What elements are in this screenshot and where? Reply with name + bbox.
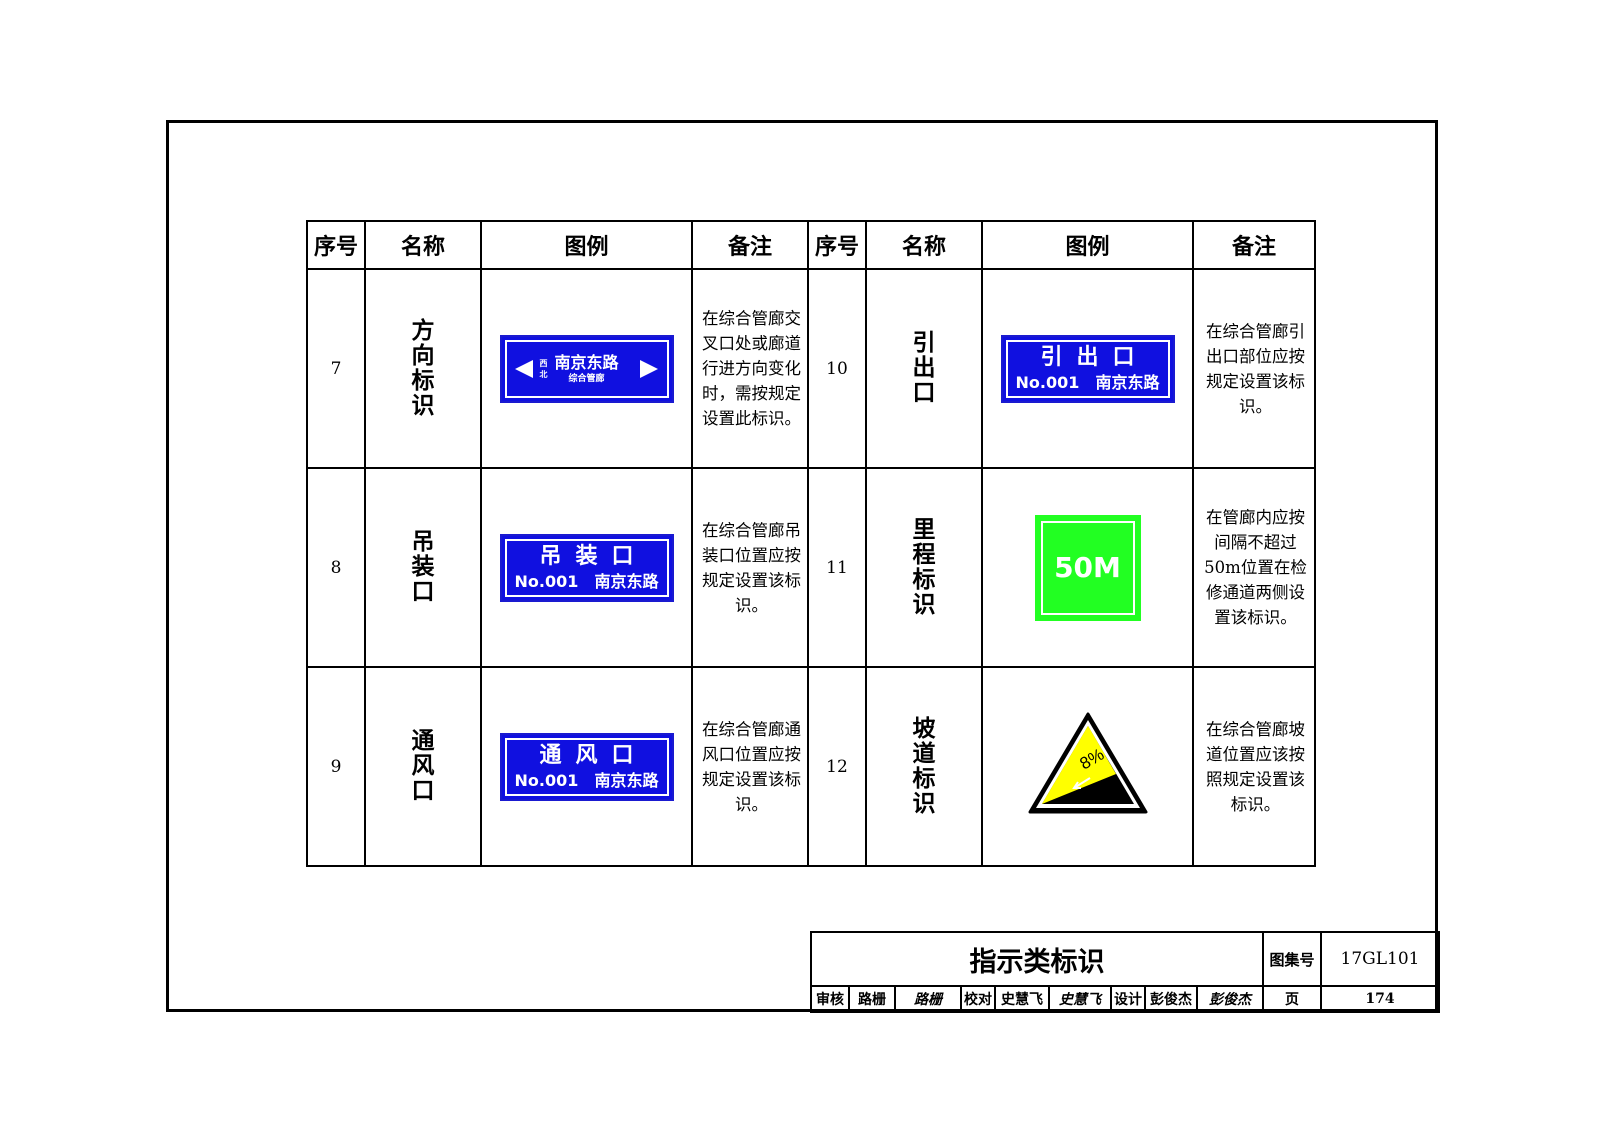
table-header-row: 序号 名称 图例 备注 序号 名称 图例 备注 — [306, 220, 1316, 270]
drawing-title: 指示类标识 — [809, 931, 1265, 987]
row-name: 坡道标识 — [865, 666, 983, 867]
review-label: 审核 — [810, 985, 850, 1013]
row-index: 7 — [306, 268, 366, 469]
checker-signature: 史慧飞 — [1048, 985, 1112, 1013]
header-index-2: 序号 — [807, 220, 867, 270]
row-name: 方向标识 — [364, 268, 482, 469]
row-note: 在综合管廊交叉口处或廊道行进方向变化时，需按规定设置此标识。 — [691, 268, 809, 469]
row-note: 在综合管廊引出口部位应按规定设置该标识。 — [1192, 268, 1316, 469]
row-index: 9 — [306, 666, 366, 867]
sign-road-name: 南京东路 — [554, 352, 619, 372]
reviewer-signature: 路栅 — [894, 985, 962, 1013]
row-index: 8 — [306, 467, 366, 668]
page-number: 174 — [1320, 985, 1441, 1013]
row-legend: 50M — [981, 467, 1194, 668]
header-index-1: 序号 — [306, 220, 366, 270]
atlas-label: 图集号 — [1262, 931, 1323, 987]
reviewer-name: 路栅 — [848, 985, 896, 1013]
sign-table: 序号 名称 图例 备注 序号 名称 图例 备注 7 方向标识 西北 南京东路 — [306, 220, 1316, 867]
table-row: 7 方向标识 西北 南京东路 综合管廊 在综合管廊交叉口处 — [306, 268, 1316, 469]
header-name-2: 名称 — [865, 220, 983, 270]
sign-subtitle: 综合管廊 — [568, 373, 605, 384]
design-label: 设计 — [1110, 985, 1146, 1013]
title-block: 指示类标识 图集号 17GL101 审核 路栅 路栅 校对 史慧飞 史慧飞 设计… — [809, 931, 1441, 1013]
header-legend-2: 图例 — [981, 220, 1194, 270]
row-legend: 8% — [981, 666, 1194, 867]
arrow-left-icon — [514, 359, 533, 378]
row-note: 在综合管廊坡道位置应该按照规定设置该标识。 — [1192, 666, 1316, 867]
header-name-1: 名称 — [364, 220, 482, 270]
check-label: 校对 — [960, 985, 996, 1013]
row-note: 在综合管廊吊装口位置应按规定设置该标识。 — [691, 467, 809, 668]
row-note: 在综合管廊通风口位置应按规定设置该标识。 — [691, 666, 809, 867]
atlas-number: 17GL101 — [1320, 931, 1441, 987]
row-index: 10 — [807, 268, 867, 469]
header-legend-1: 图例 — [480, 220, 693, 270]
header-note-1: 备注 — [691, 220, 809, 270]
row-name: 通风口 — [364, 666, 482, 867]
slope-sign-icon: 8% — [1028, 712, 1147, 813]
row-note: 在管廊内应按间隔不超过50m位置在检修通道两侧设置该标识。 — [1192, 467, 1316, 668]
row-legend: 西北 南京东路 综合管廊 — [480, 268, 693, 469]
row-name: 里程标识 — [865, 467, 983, 668]
drawing-frame — [166, 120, 1438, 1012]
designer-name: 彭俊杰 — [1144, 985, 1198, 1013]
checker-name: 史慧飞 — [994, 985, 1050, 1013]
row-name: 吊装口 — [364, 467, 482, 668]
header-note-2: 备注 — [1192, 220, 1316, 270]
row-index: 12 — [807, 666, 867, 867]
designer-signature: 彭俊杰 — [1195, 985, 1265, 1013]
mileage-sign: 50M — [1034, 514, 1141, 621]
page-label: 页 — [1262, 985, 1323, 1013]
arrow-right-icon — [640, 359, 659, 378]
row-name: 引出口 — [865, 268, 983, 469]
direction-sign: 西北 南京东路 综合管廊 — [499, 334, 674, 403]
row-index: 11 — [807, 467, 867, 668]
